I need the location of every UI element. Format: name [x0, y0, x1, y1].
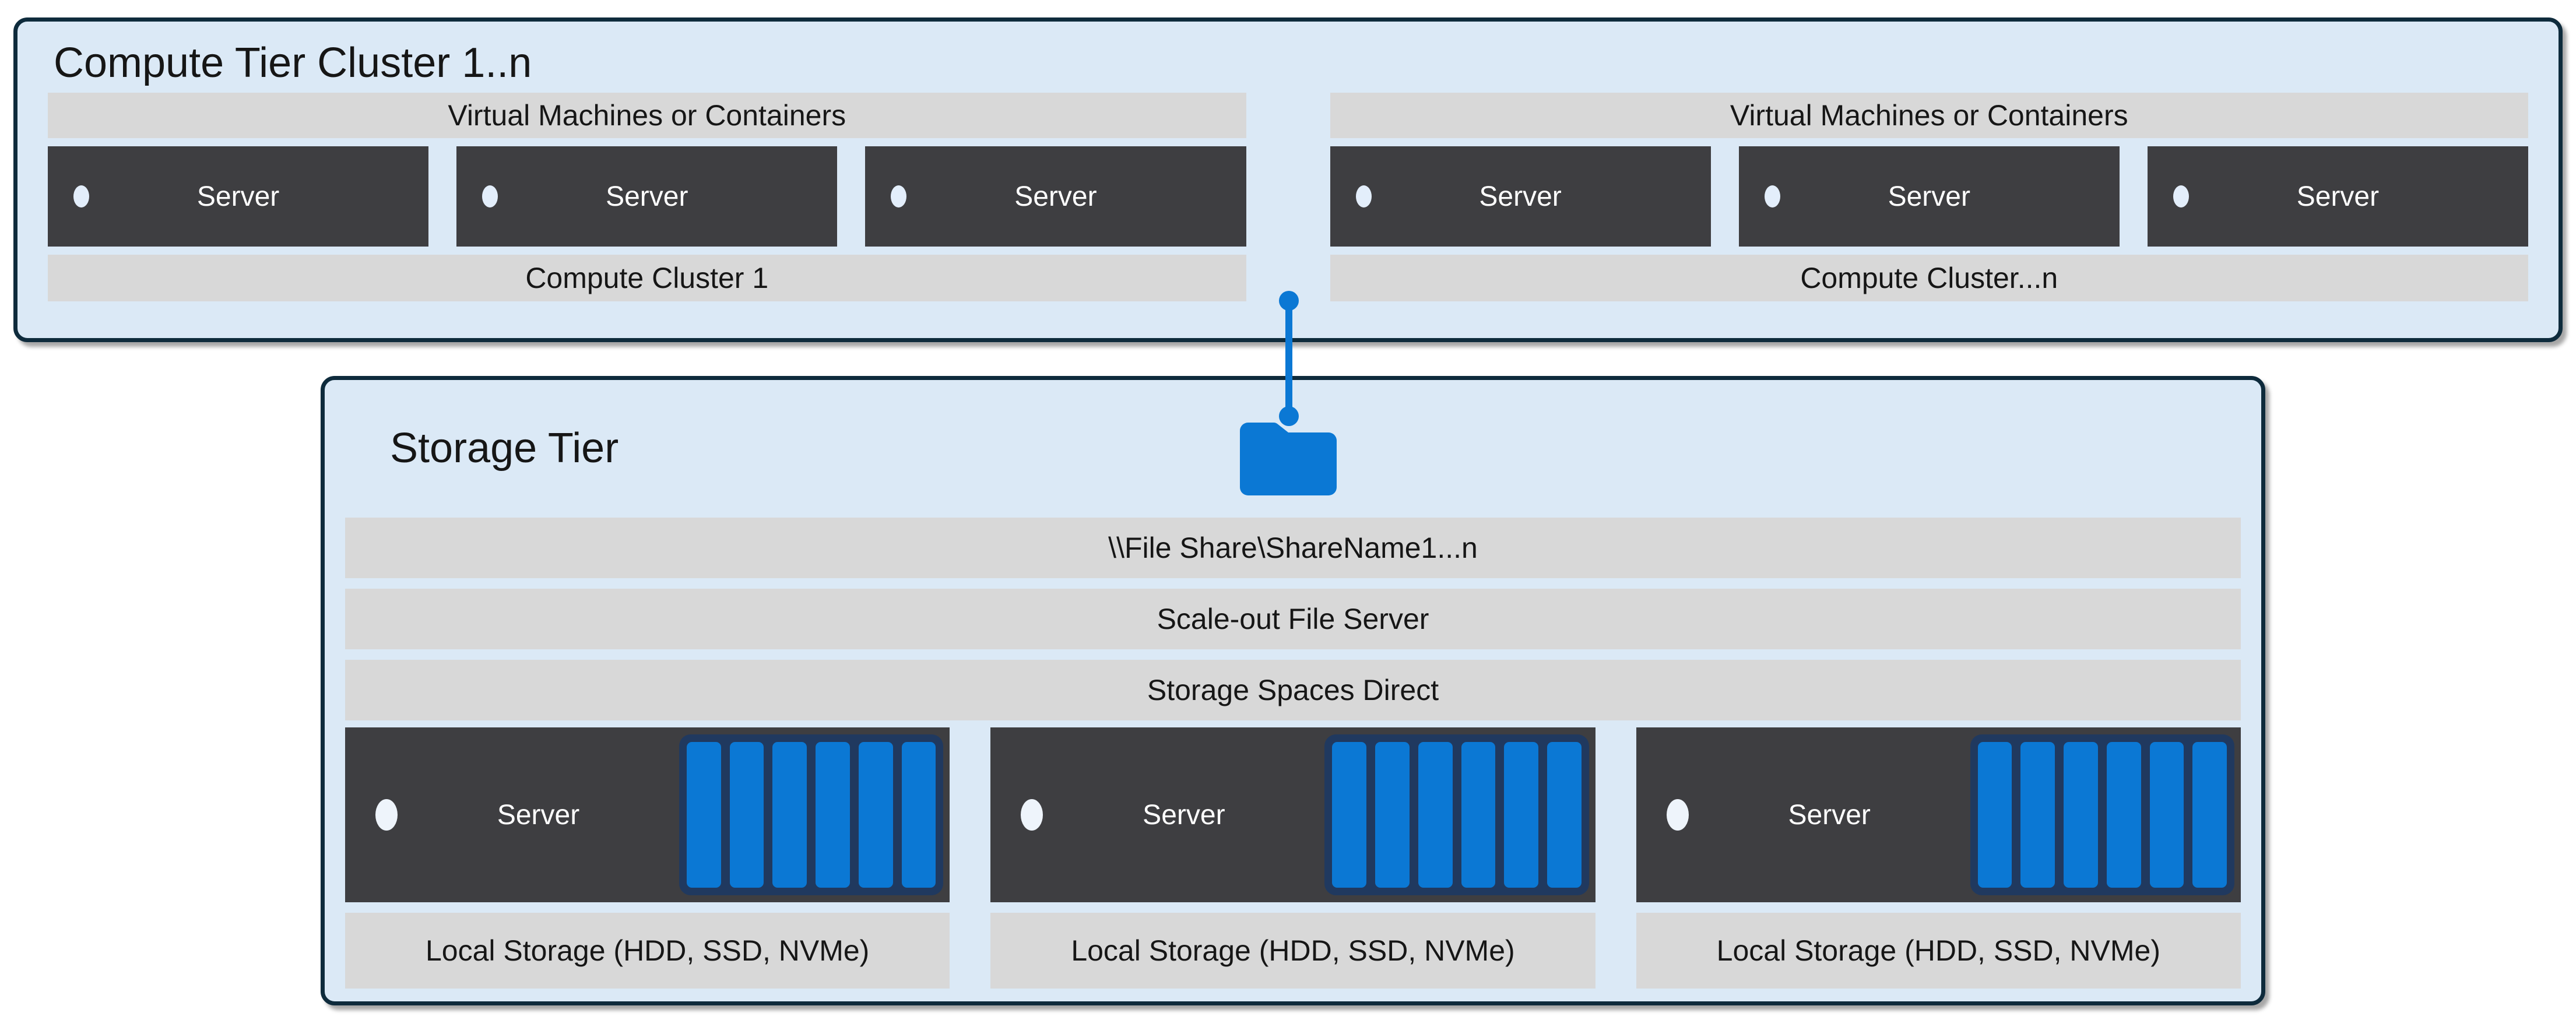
server-box: Server	[1738, 146, 2120, 247]
led-dot-icon	[891, 185, 907, 207]
led-dot-icon	[1764, 185, 1780, 207]
disk-slat	[816, 742, 850, 888]
led-dot-icon	[375, 799, 398, 831]
server-label: Server	[1888, 181, 1970, 212]
server-label: Server	[1479, 181, 1562, 212]
server-label: Server	[196, 181, 280, 212]
server-row: Server Server Server	[48, 146, 1246, 247]
server-label: Server	[606, 181, 688, 212]
led-dot-icon	[482, 185, 498, 207]
disk-slat	[1977, 742, 2012, 888]
server-label: Server	[1143, 799, 1225, 831]
disk-array	[1970, 734, 2234, 895]
connector-dot-top	[1279, 291, 1299, 311]
server-row: Server Server Server	[1330, 146, 2529, 247]
storage-server-box: Server	[1636, 727, 2241, 902]
server-box: Server	[2147, 146, 2529, 247]
storage-spaces-direct-bar: Storage Spaces Direct	[345, 660, 2241, 720]
local-storage-bar: Local Storage (HDD, SSD, NVMe)	[990, 913, 1595, 989]
compute-cluster-1-bar: Compute Cluster 1	[48, 255, 1246, 301]
disk-slat	[729, 742, 764, 888]
disk-slat	[1461, 742, 1496, 888]
storage-server-box: Server	[345, 727, 950, 902]
folder-icon	[1240, 421, 1337, 495]
server-label: Server	[1788, 799, 1871, 831]
compute-clusters-row: Virtual Machines or Containers Server Se…	[48, 93, 2529, 301]
disk-slat	[1504, 742, 1538, 888]
file-share-bar: \\File Share\ShareName1...n	[345, 518, 2241, 578]
local-storage-row: Local Storage (HDD, SSD, NVMe) Local Sto…	[345, 913, 2241, 989]
disk-slat	[1418, 742, 1453, 888]
compute-cluster-n-bar: Compute Cluster...n	[1330, 255, 2528, 301]
compute-cluster-n: Virtual Machines or Containers Server Se…	[1330, 93, 2529, 301]
disk-slat	[1375, 742, 1410, 888]
scale-out-file-server-bar: Scale-out File Server	[345, 589, 2241, 649]
compute-cluster-1: Virtual Machines or Containers Server Se…	[48, 93, 1246, 301]
server-box: Server	[1330, 146, 1711, 247]
disk-array	[1324, 734, 1589, 895]
led-dot-icon	[1666, 799, 1689, 831]
storage-tier-box: Storage Tier \\File Share\ShareName1...n…	[321, 376, 2265, 1005]
storage-server-row: Server Server	[345, 727, 2241, 902]
compute-tier-box: Compute Tier Cluster 1..n Virtual Machin…	[13, 17, 2563, 342]
storage-tier-title: Storage Tier	[390, 425, 619, 472]
local-storage-bar: Local Storage (HDD, SSD, NVMe)	[345, 913, 950, 989]
server-label: Server	[2296, 181, 2380, 212]
disk-slat	[901, 742, 936, 888]
disk-slat	[2149, 742, 2184, 888]
disk-slat	[2064, 742, 2098, 888]
disk-slat	[858, 742, 893, 888]
connector-line	[1285, 301, 1292, 416]
connector-dot-bottom	[1279, 406, 1299, 426]
server-label: Server	[1014, 181, 1097, 212]
led-dot-icon	[1021, 799, 1043, 831]
led-dot-icon	[73, 185, 89, 207]
disk-slat	[2020, 742, 2055, 888]
vm-containers-bar: Virtual Machines or Containers	[1330, 93, 2528, 138]
disk-array	[679, 734, 944, 895]
disk-slat	[2192, 742, 2227, 888]
server-label: Server	[497, 799, 580, 831]
server-box: Server	[865, 146, 1246, 247]
server-box: Server	[48, 146, 429, 247]
disk-slat	[772, 742, 807, 888]
storage-stack: \\File Share\ShareName1...n Scale-out Fi…	[345, 518, 2241, 989]
local-storage-bar: Local Storage (HDD, SSD, NVMe)	[1636, 913, 2241, 989]
compute-tier-title: Compute Tier Cluster 1..n	[54, 40, 532, 86]
disk-slat	[687, 742, 721, 888]
led-dot-icon	[2173, 185, 2189, 207]
disk-slat	[1547, 742, 1582, 888]
disk-slat	[1332, 742, 1367, 888]
led-dot-icon	[1355, 185, 1372, 207]
server-box: Server	[456, 146, 838, 247]
disk-slat	[2106, 742, 2141, 888]
vm-containers-bar: Virtual Machines or Containers	[48, 93, 1246, 138]
storage-server-box: Server	[990, 727, 1595, 902]
